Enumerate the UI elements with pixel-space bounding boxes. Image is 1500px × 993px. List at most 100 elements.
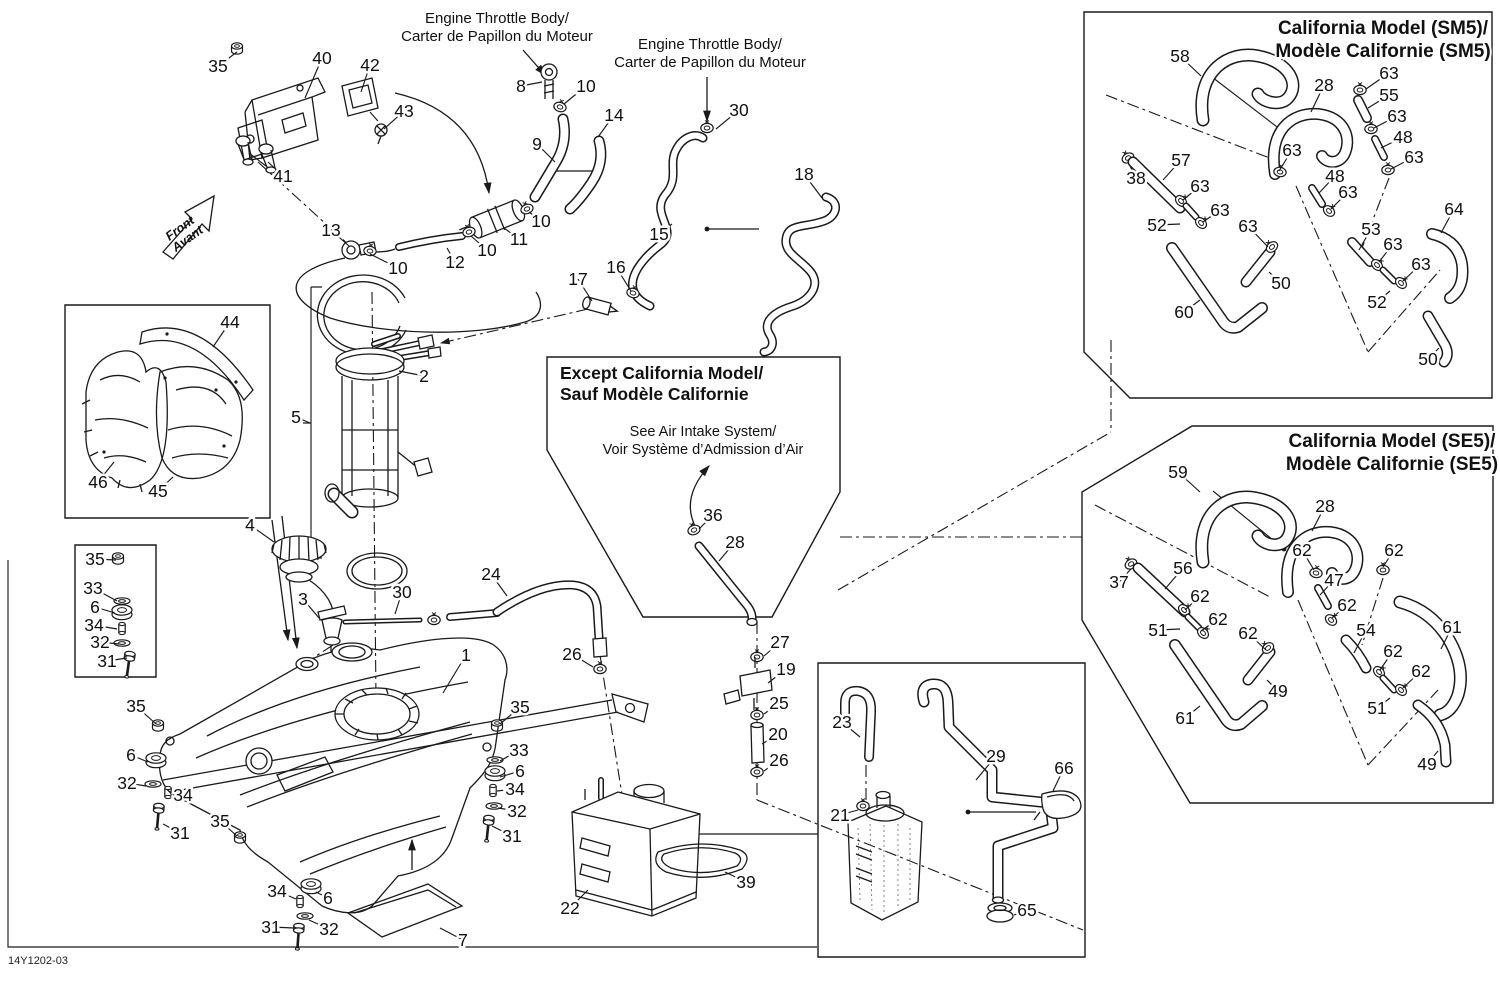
part-number-callout: 63 <box>1238 216 1257 236</box>
callout-leader <box>217 51 238 67</box>
part-number-callout: 62 <box>1383 641 1402 661</box>
part-number-callout: 6 <box>515 761 525 781</box>
part-number-callout: 20 <box>768 724 788 744</box>
callout-leader <box>94 606 116 614</box>
callout-leader <box>724 871 747 883</box>
front-direction-arrow: Front Avant <box>162 194 215 260</box>
callout-leader <box>219 820 238 837</box>
part-number-callout: 36 <box>703 505 722 525</box>
callout-leader <box>597 114 615 138</box>
sm5-title-fr: Modèle Californie (SM5) <box>1275 41 1490 62</box>
part-number-callout: 60 <box>1174 302 1194 322</box>
heat-shields-drawing <box>81 327 254 493</box>
part-number-callout: 19 <box>776 659 795 679</box>
callout-leader <box>212 321 231 348</box>
part-number-callout: 34 <box>173 785 193 805</box>
callout-leader <box>315 891 329 899</box>
part-number-callout: 23 <box>832 712 851 732</box>
callout-leader <box>715 109 740 130</box>
callout-leader <box>1182 185 1201 201</box>
callout-leader <box>398 370 425 377</box>
callout-leader <box>1373 115 1398 129</box>
part-number-callout: 39 <box>736 872 755 892</box>
part-number-callout: 18 <box>794 164 813 184</box>
callout-leader <box>1367 94 1390 109</box>
part-number-callout: 6 <box>90 597 100 617</box>
callout-leader <box>1013 909 1028 916</box>
se5-title-en: California Model (SE5)/ <box>1289 431 1497 452</box>
detail-boxes <box>64 11 1494 958</box>
part-number-callout: 32 <box>117 773 136 793</box>
sm5-hoses-drawing <box>1118 48 1469 368</box>
vent-valve-chain-drawing <box>685 520 773 778</box>
california-sm5-box <box>1083 11 1493 399</box>
callout-leader <box>1330 191 1349 210</box>
callout-leader <box>1156 223 1181 226</box>
except-ca-title-en: Except California Model/ <box>560 363 763 383</box>
part-number-callout: 37 <box>1109 572 1128 592</box>
part-number-callout: 24 <box>481 564 501 584</box>
callout-leader <box>1376 290 1391 303</box>
except-california-box <box>546 356 841 618</box>
callout-leader <box>1200 618 1219 632</box>
part-number-callout: 29 <box>986 746 1005 766</box>
callout-leader <box>490 573 508 597</box>
callout-leader <box>1268 271 1282 284</box>
part-number-callout: 63 <box>1190 176 1209 196</box>
callout-leader <box>1177 471 1201 493</box>
part-number-callout: 63 <box>1404 147 1423 167</box>
part-number-callout: 51 <box>1367 698 1386 718</box>
part-number-callout: 34 <box>267 881 287 901</box>
callout-leader <box>1052 767 1065 792</box>
part-number-callout: 31 <box>502 826 521 846</box>
part-number-callout: 10 <box>477 240 497 260</box>
throttle-label-2-en: Engine Throttle Body/ <box>638 36 783 53</box>
fuel-pump-module-drawing <box>303 274 442 590</box>
callout-leader <box>1365 72 1390 90</box>
part-number-callout: 35 <box>126 696 145 716</box>
sm5-title-en: California Model (SM5)/ <box>1278 18 1489 39</box>
part-number-callout: 63 <box>1338 182 1357 202</box>
callout-leader <box>135 705 157 725</box>
callout-leader <box>975 755 997 781</box>
part-number-callout: 30 <box>392 582 412 602</box>
callout-leader <box>1376 697 1391 709</box>
callout-leader <box>499 706 521 725</box>
part-number-callout: 62 <box>1384 540 1403 560</box>
callout-leader <box>157 476 174 492</box>
part-number-callout: 59 <box>1168 462 1187 482</box>
callout-leader <box>520 81 543 87</box>
part-number-callout: 49 <box>1268 681 1287 701</box>
callout-leader <box>536 143 556 163</box>
part-number-callout: 50 <box>1418 349 1438 369</box>
callout-leader <box>499 770 521 778</box>
part-number-callout: 49 <box>1417 754 1436 774</box>
drawing-frame <box>7 560 817 948</box>
callout-leader <box>1247 225 1269 248</box>
part-number-callout: 63 <box>1282 140 1301 160</box>
part-number-callout: 32 <box>319 919 338 939</box>
part-number-callout: 12 <box>445 252 464 272</box>
callout-leader <box>169 792 184 796</box>
part-number-callout: 17 <box>568 269 587 289</box>
part-number-callout: 26 <box>769 750 788 770</box>
throttle-label-1-en: Engine Throttle Body/ <box>425 10 570 27</box>
except-ca-title-fr: Sauf Modèle Californie <box>560 384 749 404</box>
fuel-filter-drawing <box>295 63 607 333</box>
part-number-callout: 65 <box>1017 900 1036 920</box>
part-number-callout: 58 <box>1170 46 1189 66</box>
callout-leader <box>1266 679 1279 692</box>
callout-leader <box>130 754 149 763</box>
heat-shield-box <box>64 304 271 519</box>
part-number-callout: 42 <box>360 55 379 75</box>
callout-leader <box>276 890 297 900</box>
callout-leader <box>97 461 115 483</box>
callout-leader <box>1358 228 1372 251</box>
part-number-callout: 1 <box>461 645 471 665</box>
callout-leader <box>308 919 330 930</box>
callout-leader <box>615 266 632 292</box>
callout-leader <box>1301 549 1315 571</box>
callout-leader <box>528 211 542 222</box>
part-number-callout: 28 <box>1315 496 1334 516</box>
